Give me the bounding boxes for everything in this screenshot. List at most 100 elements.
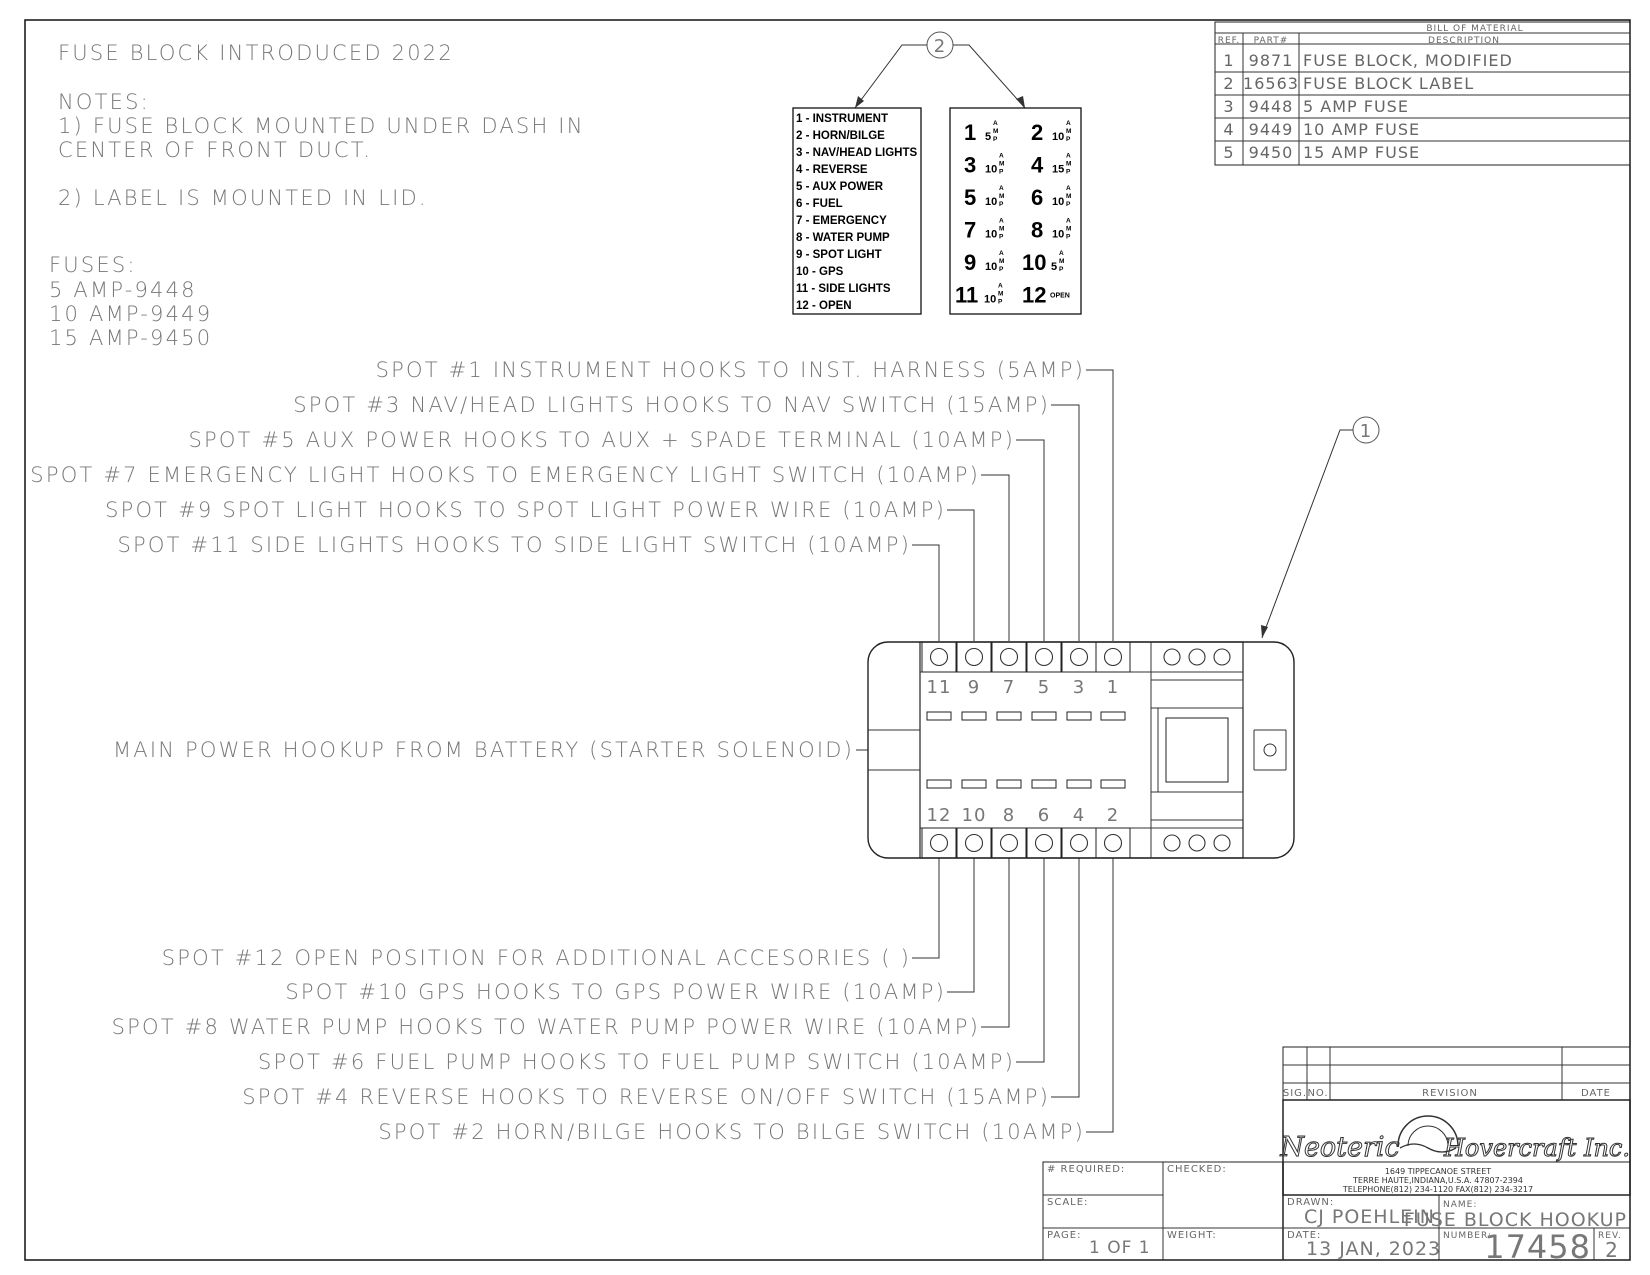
callout-spot-6: SPOT #6 FUEL PUMP HOOKS TO FUEL PUMP SWI… — [258, 1050, 1015, 1074]
amp-unit-letter: A — [999, 185, 1004, 192]
callout-spot-3: SPOT #3 NAV/HEAD LIGHTS HOOKS TO NAV SWI… — [293, 393, 1050, 417]
fuse-amp-value: 10 — [985, 164, 997, 176]
bom-ref: 5 — [1223, 143, 1234, 162]
fuse-amp-open: OPEN — [1050, 293, 1070, 300]
fuse-amp-value: 10 — [1052, 131, 1064, 143]
amp-unit-letter: P — [999, 234, 1004, 241]
fuse-slot — [1066, 711, 1092, 721]
svg-text:2: 2 — [1605, 1238, 1619, 1262]
amp-unit-letter: A — [1066, 153, 1071, 160]
spot-number-top: 1 — [1107, 677, 1119, 698]
fuse-amp-value: 5 — [1051, 261, 1057, 273]
terminal-screw — [1103, 647, 1123, 667]
svg-text:PART#: PART# — [1254, 36, 1289, 46]
callout-spot-5: SPOT #5 AUX POWER HOOKS TO AUX + SPADE T… — [188, 428, 1015, 452]
amp-unit-letter: M — [999, 258, 1004, 265]
callout-spot-8: SPOT #8 WATER PUMP HOOKS TO WATER PUMP P… — [112, 1015, 980, 1039]
fuse-slot — [1066, 779, 1092, 789]
ground-screw — [1188, 834, 1206, 852]
sheet-border — [24, 19, 1631, 1261]
bom-part-number: 9449 — [1249, 120, 1294, 139]
bom-part-number: 9450 — [1249, 143, 1294, 162]
fuse-slot — [996, 711, 1022, 721]
bill-of-material-table: BILL OF MATERIAL REF. PART# DESCRIPTION … — [1214, 21, 1631, 166]
amp-unit-letter: P — [1066, 169, 1071, 176]
svg-text:WEIGHT:: WEIGHT: — [1167, 1230, 1217, 1241]
fuse-slot — [1100, 711, 1126, 721]
drawing-title: FUSE BLOCK INTRODUCED 2022 — [58, 41, 454, 65]
terminal-housing — [956, 641, 992, 673]
note-2: 2) LABEL IS MOUNTED IN LID. — [58, 186, 428, 210]
svg-text:1: 1 — [1360, 421, 1372, 442]
svg-text:4 - REVERSE: 4 - REVERSE — [796, 164, 868, 176]
spot-number-bottom: 8 — [1003, 805, 1015, 826]
amp-unit-letter: P — [999, 169, 1004, 176]
fuse-amp-value: 10 — [984, 294, 996, 306]
bom-description: 15 AMP FUSE — [1303, 143, 1420, 162]
callout-spot-7: SPOT #7 EMERGENCY LIGHT HOOKS TO EMERGEN… — [30, 463, 980, 487]
amp-unit-letter: A — [999, 218, 1004, 225]
spot-number-top: 7 — [1003, 677, 1015, 698]
amp-unit-letter: M — [1066, 161, 1071, 168]
svg-text:6 - FUEL: 6 - FUEL — [796, 198, 843, 210]
fuse-slot — [961, 779, 987, 789]
note-1-line-1: 1) FUSE BLOCK MOUNTED UNDER DASH IN — [58, 114, 585, 138]
terminal-screw — [999, 647, 1019, 667]
company-block: Neoteric Hovercraft Inc. 1649 TIPPECANOE… — [1279, 1099, 1631, 1196]
company-address-1: 1649 TIPPECANOE STREET — [1385, 1167, 1491, 1176]
amp-unit-letter: A — [1066, 218, 1071, 225]
spot-number-top: 3 — [1073, 677, 1085, 698]
fuse-amp-value: 10 — [985, 261, 997, 273]
svg-text:BILL OF MATERIAL: BILL OF MATERIAL — [1426, 24, 1523, 34]
fuse-number: 10 — [1022, 250, 1046, 275]
terminal-screw — [1069, 647, 1089, 667]
callout-spot-2: SPOT #2 HORN/BILGE HOOKS TO BILGE SWITCH… — [378, 1120, 1085, 1144]
terminal-housing — [921, 641, 957, 673]
amp-unit-letter: M — [1066, 128, 1071, 135]
svg-text:NO.: NO. — [1307, 1088, 1328, 1099]
svg-text:NAME:: NAME: — [1443, 1200, 1477, 1210]
balloon-2: 2 — [854, 31, 1026, 109]
callout-spot-12: SPOT #12 OPEN POSITION FOR ADDITIONAL AC… — [162, 946, 911, 970]
fuse-number: 9 — [964, 250, 976, 275]
terminal-housing — [991, 641, 1027, 673]
bom-description: 5 AMP FUSE — [1303, 97, 1409, 116]
svg-text:5 - AUX POWER: 5 - AUX POWER — [796, 181, 884, 193]
main-power-label: MAIN POWER HOOKUP FROM BATTERY (STARTER … — [113, 738, 854, 762]
terminal-screw — [1034, 833, 1054, 853]
title-block: # REQUIRED: CHECKED: SCALE: PAGE: 1 OF 1… — [1042, 1161, 1631, 1266]
amp-unit-letter: P — [993, 136, 998, 143]
fuse-amp-value: 5 — [985, 131, 991, 143]
svg-text:SIG.: SIG. — [1283, 1088, 1307, 1099]
svg-text:SCALE:: SCALE: — [1047, 1197, 1088, 1208]
svg-text:NUMBER:: NUMBER: — [1443, 1231, 1492, 1241]
svg-text:Neoteric: Neoteric — [1279, 1132, 1399, 1163]
svg-text:12 - OPEN: 12 - OPEN — [796, 300, 852, 312]
ground-screw — [1213, 834, 1231, 852]
spot-number-top: 5 — [1038, 677, 1050, 698]
spot-number-bottom: 2 — [1107, 805, 1119, 826]
amp-unit-letter: M — [1059, 258, 1064, 265]
spot-number-bottom: 12 — [927, 805, 952, 826]
amp-unit-letter: M — [999, 161, 1004, 168]
amp-unit-letter: A — [998, 283, 1003, 290]
terminal-housing — [1095, 827, 1131, 859]
fuse-amp-value: 10 — [985, 196, 997, 208]
company-address-3: TELEPHONE(812) 234-1120 FAX(812) 234-321… — [1342, 1185, 1533, 1194]
svg-text:11 - SIDE LIGHTS: 11 - SIDE LIGHTS — [796, 283, 891, 295]
fuse-item: 15 AMP-9450 — [49, 326, 212, 350]
amp-unit-letter: P — [999, 201, 1004, 208]
fuse-slot — [996, 779, 1022, 789]
fuse-item: 5 AMP-9448 — [49, 278, 197, 302]
bom-description: FUSE BLOCK, MODIFIED — [1303, 51, 1513, 70]
amp-unit-letter: A — [999, 250, 1004, 257]
fuse-slot — [1100, 779, 1126, 789]
spot-number-bottom: 10 — [962, 805, 987, 826]
amp-unit-letter: M — [999, 226, 1004, 233]
terminal-screw — [929, 647, 949, 667]
bom-part-number: 9448 — [1249, 97, 1294, 116]
fuse-amp-value: 10 — [985, 229, 997, 241]
